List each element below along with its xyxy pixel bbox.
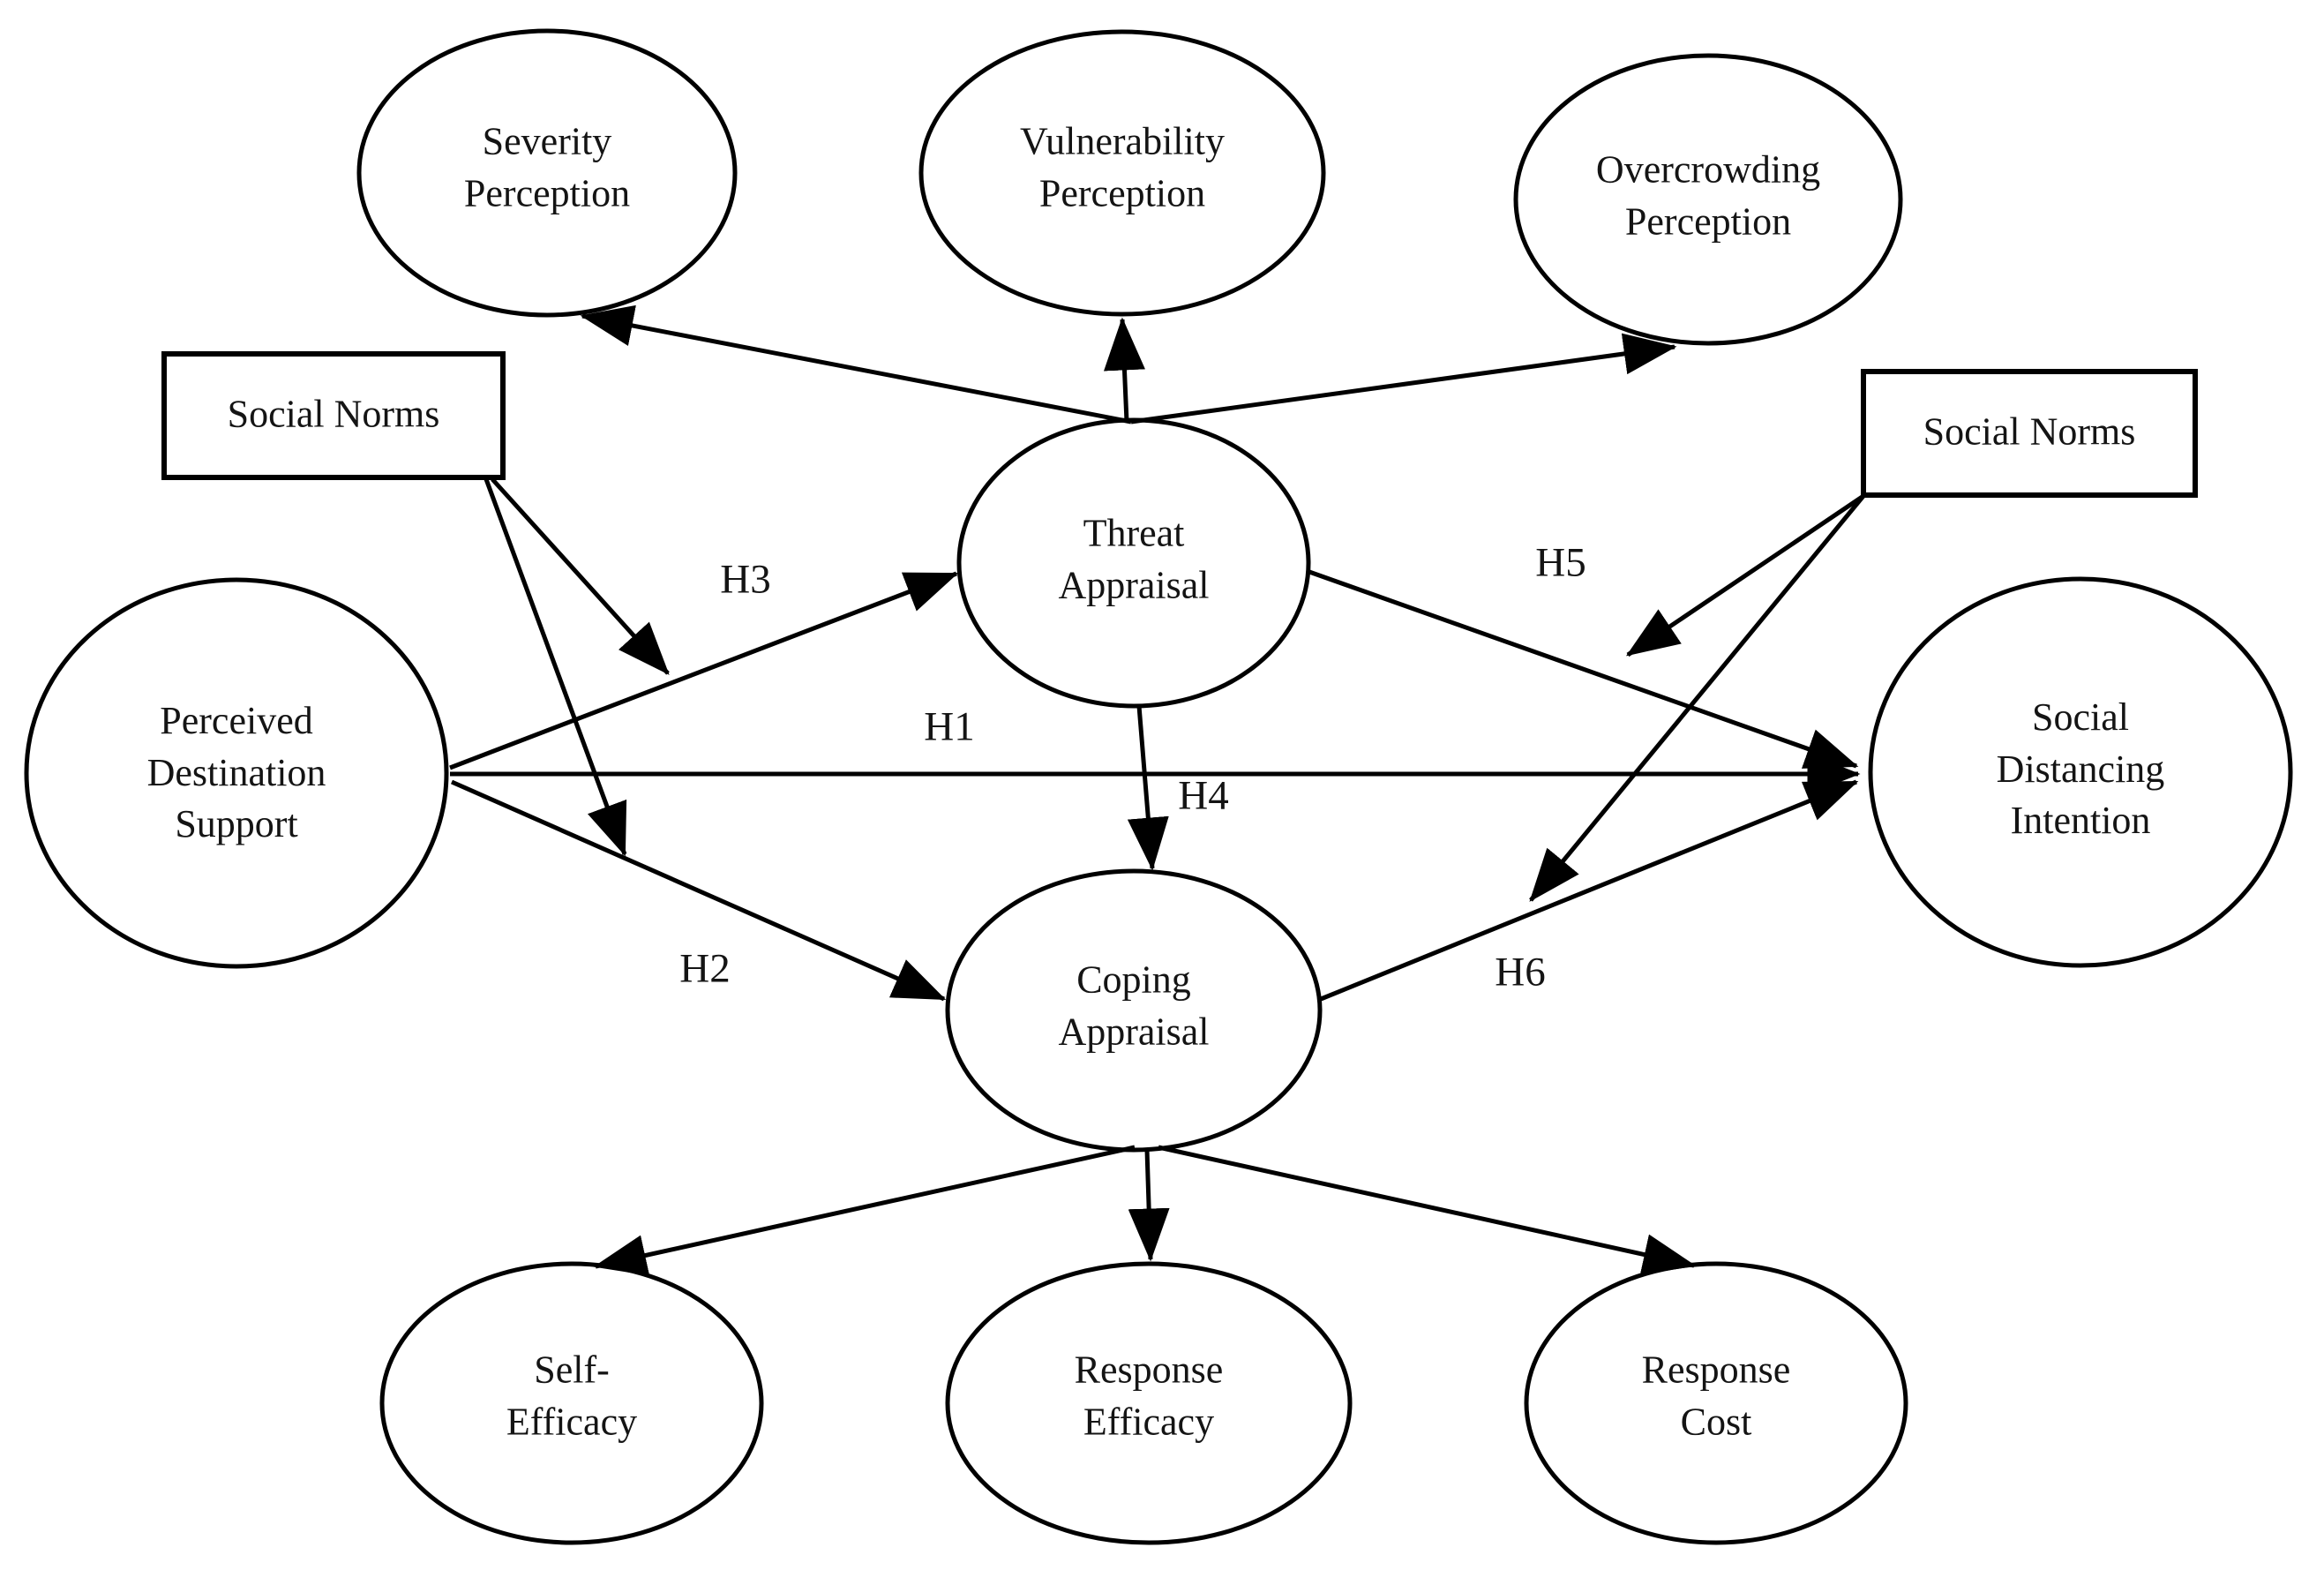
moderation-right-on-h6-arrow: [1529, 494, 1865, 902]
edge-label-h4: H4: [1178, 772, 1229, 819]
social-norms-left-rect: [161, 351, 506, 480]
social-norms-right-rect: [1861, 369, 2198, 498]
response-efficacy-ellipse: [945, 1261, 1353, 1545]
h4-arrow: [1127, 705, 1169, 871]
response-cost-ellipse: [1524, 1261, 1908, 1545]
edge-label-h3: H3: [720, 556, 771, 603]
social-distancing-intention-ellipse: [1868, 576, 2293, 968]
edge-label-h6: H6: [1495, 949, 1546, 995]
h3-arrow: [449, 571, 959, 770]
node-label-social-norms-right: Social Norms: [1923, 409, 2136, 454]
h5-arrow: [1308, 569, 1859, 769]
threat-to-vulnerability-arrow: [1103, 317, 1145, 423]
vulnerability-perception-ellipse: [918, 29, 1326, 317]
edge-label-h2: H2: [679, 945, 731, 992]
node-label-self-efficacy: Self- Efficacy: [506, 1348, 638, 1443]
threat-to-overcrowding-arrow: [1130, 333, 1677, 424]
node-label-perceived-destination-support: Perceived Destination Support: [146, 699, 326, 846]
node-label-social-norms-left: Social Norms: [227, 392, 440, 436]
moderation-right-on-h5-arrow: [1625, 493, 1865, 657]
node-label-response-cost: Response Cost: [1641, 1348, 1791, 1443]
moderation-left-on-h2-arrow: [484, 478, 627, 857]
coping-appraisal-ellipse: [945, 868, 1323, 1153]
node-label-coping-appraisal: Coping Appraisal: [1058, 958, 1210, 1053]
edge-label-h5: H5: [1535, 539, 1586, 586]
node-label-vulnerability-perception: Vulnerability Perception: [1020, 119, 1225, 214]
node-label-threat-appraisal: Threat Appraisal: [1058, 511, 1210, 606]
self-efficacy-ellipse: [379, 1261, 764, 1545]
node-label-severity-perception: Severity Perception: [463, 119, 631, 214]
threat-to-severity-arrow: [580, 304, 1132, 424]
coping-to-response-cost-arrow: [1158, 1145, 1697, 1275]
edge-label-h1: H1: [924, 703, 975, 750]
node-label-overcrowding-perception: Overcrowding Perception: [1595, 147, 1821, 243]
node-label-response-efficacy: Response Efficacy: [1074, 1348, 1224, 1443]
severity-perception-ellipse: [356, 28, 738, 318]
node-label-social-distancing-intention: Social Distancing Intention: [1996, 695, 2165, 843]
coping-to-self-efficacy-arrow: [593, 1145, 1136, 1276]
h2-arrow: [450, 779, 947, 1002]
h6-arrow: [1320, 779, 1859, 1002]
coping-to-response-efficacy-arrow: [1128, 1149, 1170, 1262]
overcrowding-perception-ellipse: [1513, 53, 1903, 346]
perceived-destination-support-ellipse: [24, 577, 449, 969]
moderation-left-on-h3-arrow: [491, 477, 670, 675]
